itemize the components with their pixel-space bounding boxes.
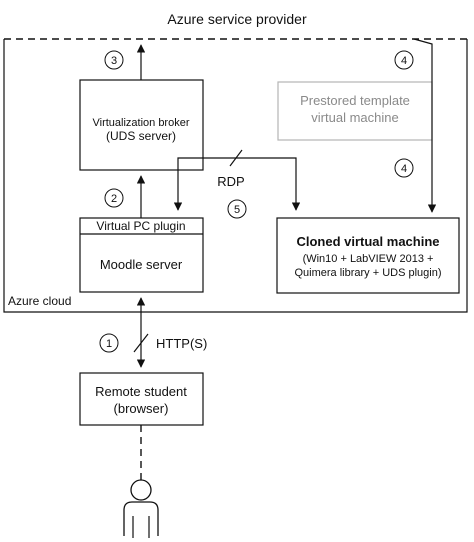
arrow-provider-to-cloned-vm <box>413 38 437 213</box>
broker-subtitle: (UDS server) <box>106 129 176 143</box>
step-2-circle <box>104 188 124 208</box>
broker-box <box>79 79 204 171</box>
plugin-label: Virtual PC plugin <box>96 219 185 233</box>
template-subtitle: virtual machine <box>311 110 398 125</box>
http-label: HTTP(S) <box>156 336 207 351</box>
step-4b-number: 4 <box>401 163 407 175</box>
step-3-number: 3 <box>111 55 117 67</box>
step-4a-circle <box>394 50 414 70</box>
template-title: Prestored template <box>300 93 410 108</box>
provider-label: Azure service provider <box>167 11 307 27</box>
cloned-vm-line2: (Win10 + LabVIEW 2013 + <box>303 253 434 265</box>
step-1-circle <box>99 333 119 353</box>
azure-cloud-frame <box>3 39 468 313</box>
step-3-circle <box>104 50 124 70</box>
rdp-break-mark <box>229 149 243 167</box>
student-subtitle: (browser) <box>114 401 169 416</box>
person-icon <box>123 479 159 538</box>
step-4b-circle <box>394 158 414 178</box>
cloud-label: Azure cloud <box>8 294 71 308</box>
cloned-vm-line3: Quimera library + UDS plugin) <box>294 267 441 279</box>
moodle-label: Moodle server <box>100 257 183 272</box>
step-4a-number: 4 <box>401 55 407 67</box>
step-2-number: 2 <box>111 193 117 205</box>
rdp-connection <box>173 157 301 211</box>
broker-title: Virtualization broker <box>92 117 189 129</box>
moodle-box <box>79 217 204 293</box>
student-box <box>79 372 204 426</box>
step-5-number: 5 <box>234 204 240 216</box>
cloned-vm-title: Cloned virtual machine <box>296 234 439 249</box>
http-break-mark <box>133 333 149 353</box>
student-title: Remote student <box>95 384 187 399</box>
cloned-vm-box <box>276 217 460 294</box>
step-1-number: 1 <box>106 338 112 350</box>
step-5-circle <box>227 199 247 219</box>
template-box <box>277 81 433 141</box>
rdp-label: RDP <box>217 174 244 189</box>
